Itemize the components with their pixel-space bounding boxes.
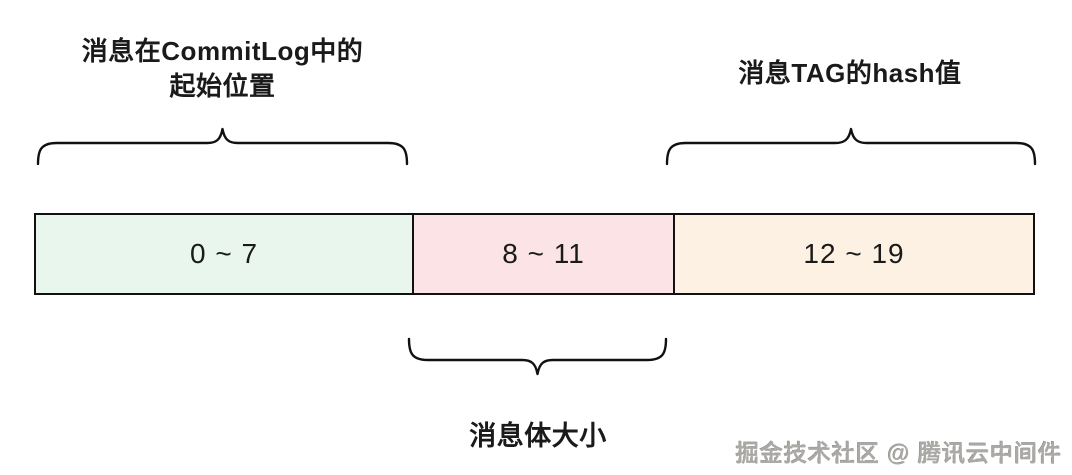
label-commitlog-offset: 消息在CommitLog中的 起始位置: [40, 34, 405, 104]
curly-brace-path: [36, 127, 409, 166]
curly-brace-path: [665, 127, 1037, 166]
label-body-size: 消息体大小: [469, 421, 607, 451]
label-commitlog-offset-line1: 消息在CommitLog中的: [81, 36, 364, 66]
segment-tag-hash: 12 ~ 19: [673, 213, 1035, 295]
right-overbrace: [665, 127, 1037, 166]
left-overbrace: [36, 127, 409, 166]
label-tag-hash: 消息TAG的hash值: [738, 58, 962, 88]
watermark-text: 掘金技术社区 @ 腾讯云中间件: [735, 440, 1062, 466]
byte-segments-row: 0 ~ 7 8 ~ 11 12 ~ 19: [34, 213, 1035, 295]
curly-brace-path: [407, 337, 668, 376]
bottom-underbrace: [407, 337, 668, 376]
segment-body-size: 8 ~ 11: [412, 213, 675, 295]
segment-commitlog-offset: 0 ~ 7: [34, 213, 414, 295]
label-commitlog-offset-line2: 起始位置: [169, 71, 276, 101]
